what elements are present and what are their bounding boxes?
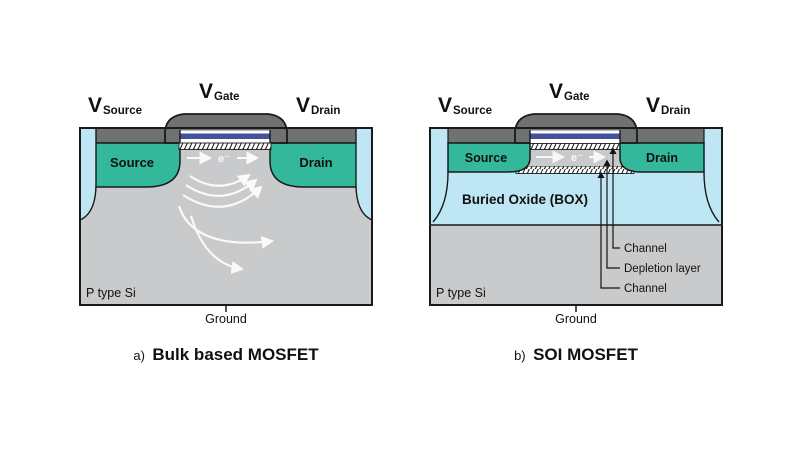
caption-prefix: b) — [514, 348, 526, 363]
drain-region-label: Drain — [646, 151, 678, 165]
v-drain-symbol: V — [646, 94, 660, 117]
gate-oxide-layer — [530, 133, 620, 139]
gate-side-lines — [179, 130, 271, 143]
top-channel-pointer — [609, 147, 620, 249]
v-gate-symbol: V — [199, 80, 213, 103]
v-drain-subscript: Drain — [311, 105, 340, 117]
channel-hatched-layer — [178, 142, 272, 150]
gate-oxide-layer — [180, 133, 270, 139]
buried-oxide-label: Buried Oxide (BOX) — [462, 192, 588, 207]
soi-mosfet-caption: b) SOI MOSFET — [514, 345, 638, 364]
v-gate-symbol: V — [549, 80, 563, 103]
right-contact-well — [355, 127, 373, 222]
bulk-mosfet-caption: a) Bulk based MOSFET — [133, 345, 319, 364]
v-drain-symbol: V — [296, 94, 310, 117]
caption-text: Bulk based MOSFET — [152, 345, 319, 364]
source-region-label: Source — [110, 155, 154, 170]
drain-region-label: Drain — [299, 155, 332, 170]
gate-side-lines — [529, 130, 621, 143]
drain-region — [619, 142, 705, 173]
v-source-symbol: V — [438, 94, 452, 117]
bottom-channel-annotation: Channel — [624, 283, 667, 295]
left-contact-well — [79, 127, 97, 222]
electron-label: e⁻ — [571, 152, 583, 164]
v-gate-subscript: Gate — [214, 91, 240, 103]
caption-text: SOI MOSFET — [533, 345, 638, 364]
source-region — [447, 142, 531, 173]
v-gate-subscript: Gate — [564, 91, 590, 103]
right-well-curve — [703, 171, 720, 223]
electron-label: e⁻ — [218, 153, 230, 165]
left-well-curve — [432, 171, 449, 223]
ground-label: Ground — [205, 312, 247, 326]
electron-flow-arrows — [178, 151, 275, 274]
depletion-layer-annotation: Depletion layer — [624, 263, 701, 275]
annotation-pointer-lines — [597, 147, 620, 289]
bottom-channel-pointer — [597, 171, 620, 289]
source-region-label: Source — [465, 151, 507, 165]
ground-label: Ground — [555, 312, 597, 326]
v-source-subscript: Source — [103, 105, 142, 117]
bottom-channel-hatched-layer — [515, 165, 635, 174]
substrate-label: P type Si — [436, 286, 486, 300]
depletion-layer-pointer — [603, 159, 620, 269]
v-source-subscript: Source — [453, 105, 492, 117]
soi-mosfet-diagram: e⁻ Source Drain Buried Oxide (BOX) P typ… — [429, 80, 723, 364]
top-channel-hatched-layer — [528, 142, 622, 150]
top-channel-annotation: Channel — [624, 243, 667, 255]
substrate-label: P type Si — [86, 286, 136, 300]
v-drain-subscript: Drain — [661, 105, 690, 117]
v-source-symbol: V — [88, 94, 102, 117]
bulk-mosfet-diagram: e⁻ Source Drain P type Si V Source V Gat… — [79, 80, 373, 364]
caption-prefix: a) — [133, 348, 145, 363]
